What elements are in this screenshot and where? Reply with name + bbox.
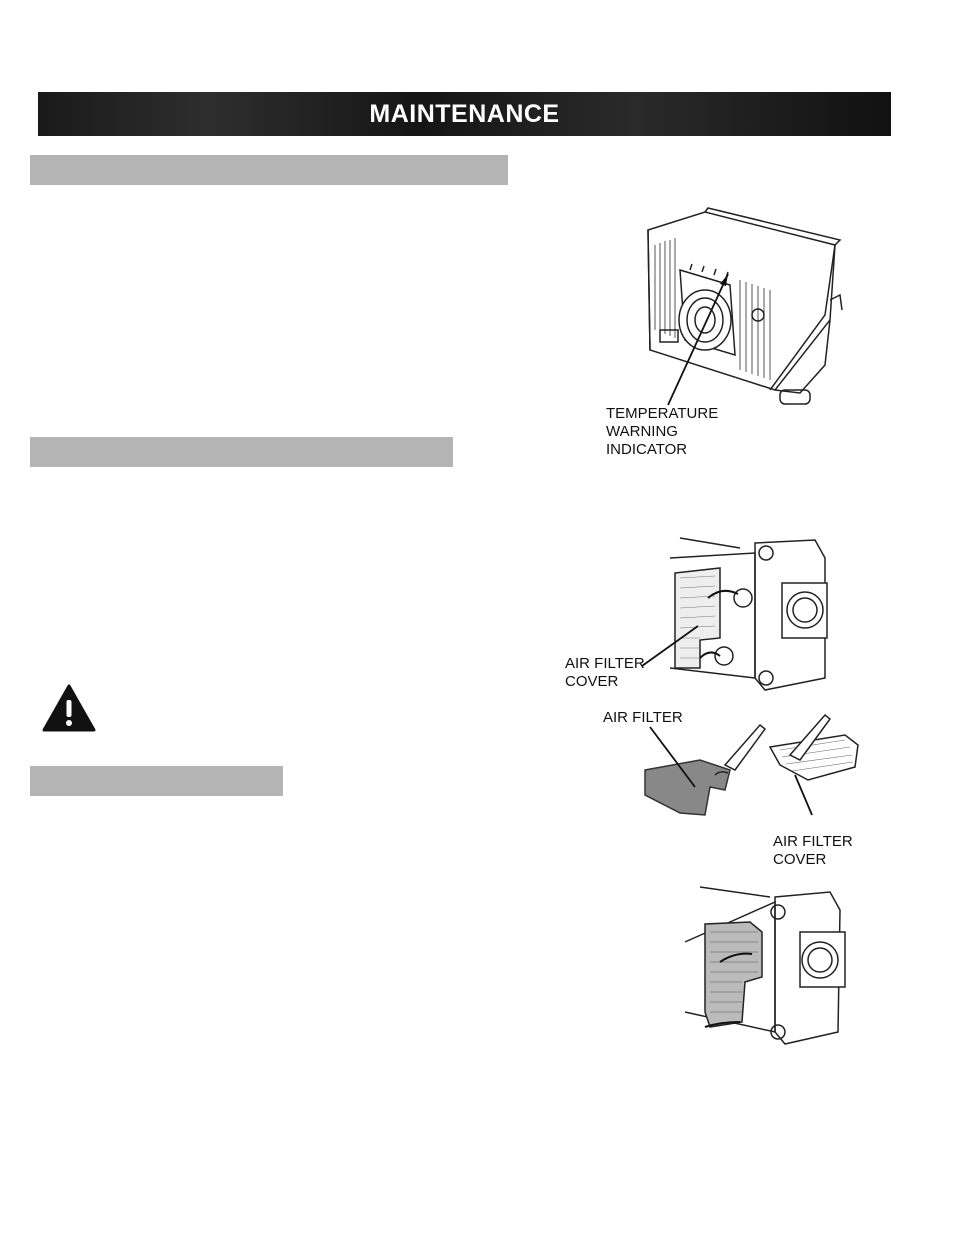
- section-header-bar-2: [30, 437, 453, 467]
- projector-front-illustration: [647, 207, 843, 406]
- air-filter-cover-label-2: AIR FILTER COVER: [773, 833, 853, 868]
- projector-air-filter-cover-illustration: [641, 537, 828, 691]
- warning-triangle-icon: [42, 684, 96, 732]
- section-header-bar-3: [30, 766, 283, 796]
- projector-filter-reattach-illustration: [684, 886, 846, 1045]
- temperature-warning-indicator-label: TEMPERATURE WARNING INDICATOR: [606, 405, 719, 458]
- page-title-bar: MAINTENANCE: [38, 92, 891, 136]
- air-filter-label: AIR FILTER: [603, 709, 683, 726]
- page-title: MAINTENANCE: [369, 99, 560, 128]
- section-header-bar-1: [30, 155, 508, 185]
- air-filter-cover-label-1: AIR FILTER COVER: [565, 655, 645, 690]
- air-filter-removal-illustration: [644, 713, 859, 816]
